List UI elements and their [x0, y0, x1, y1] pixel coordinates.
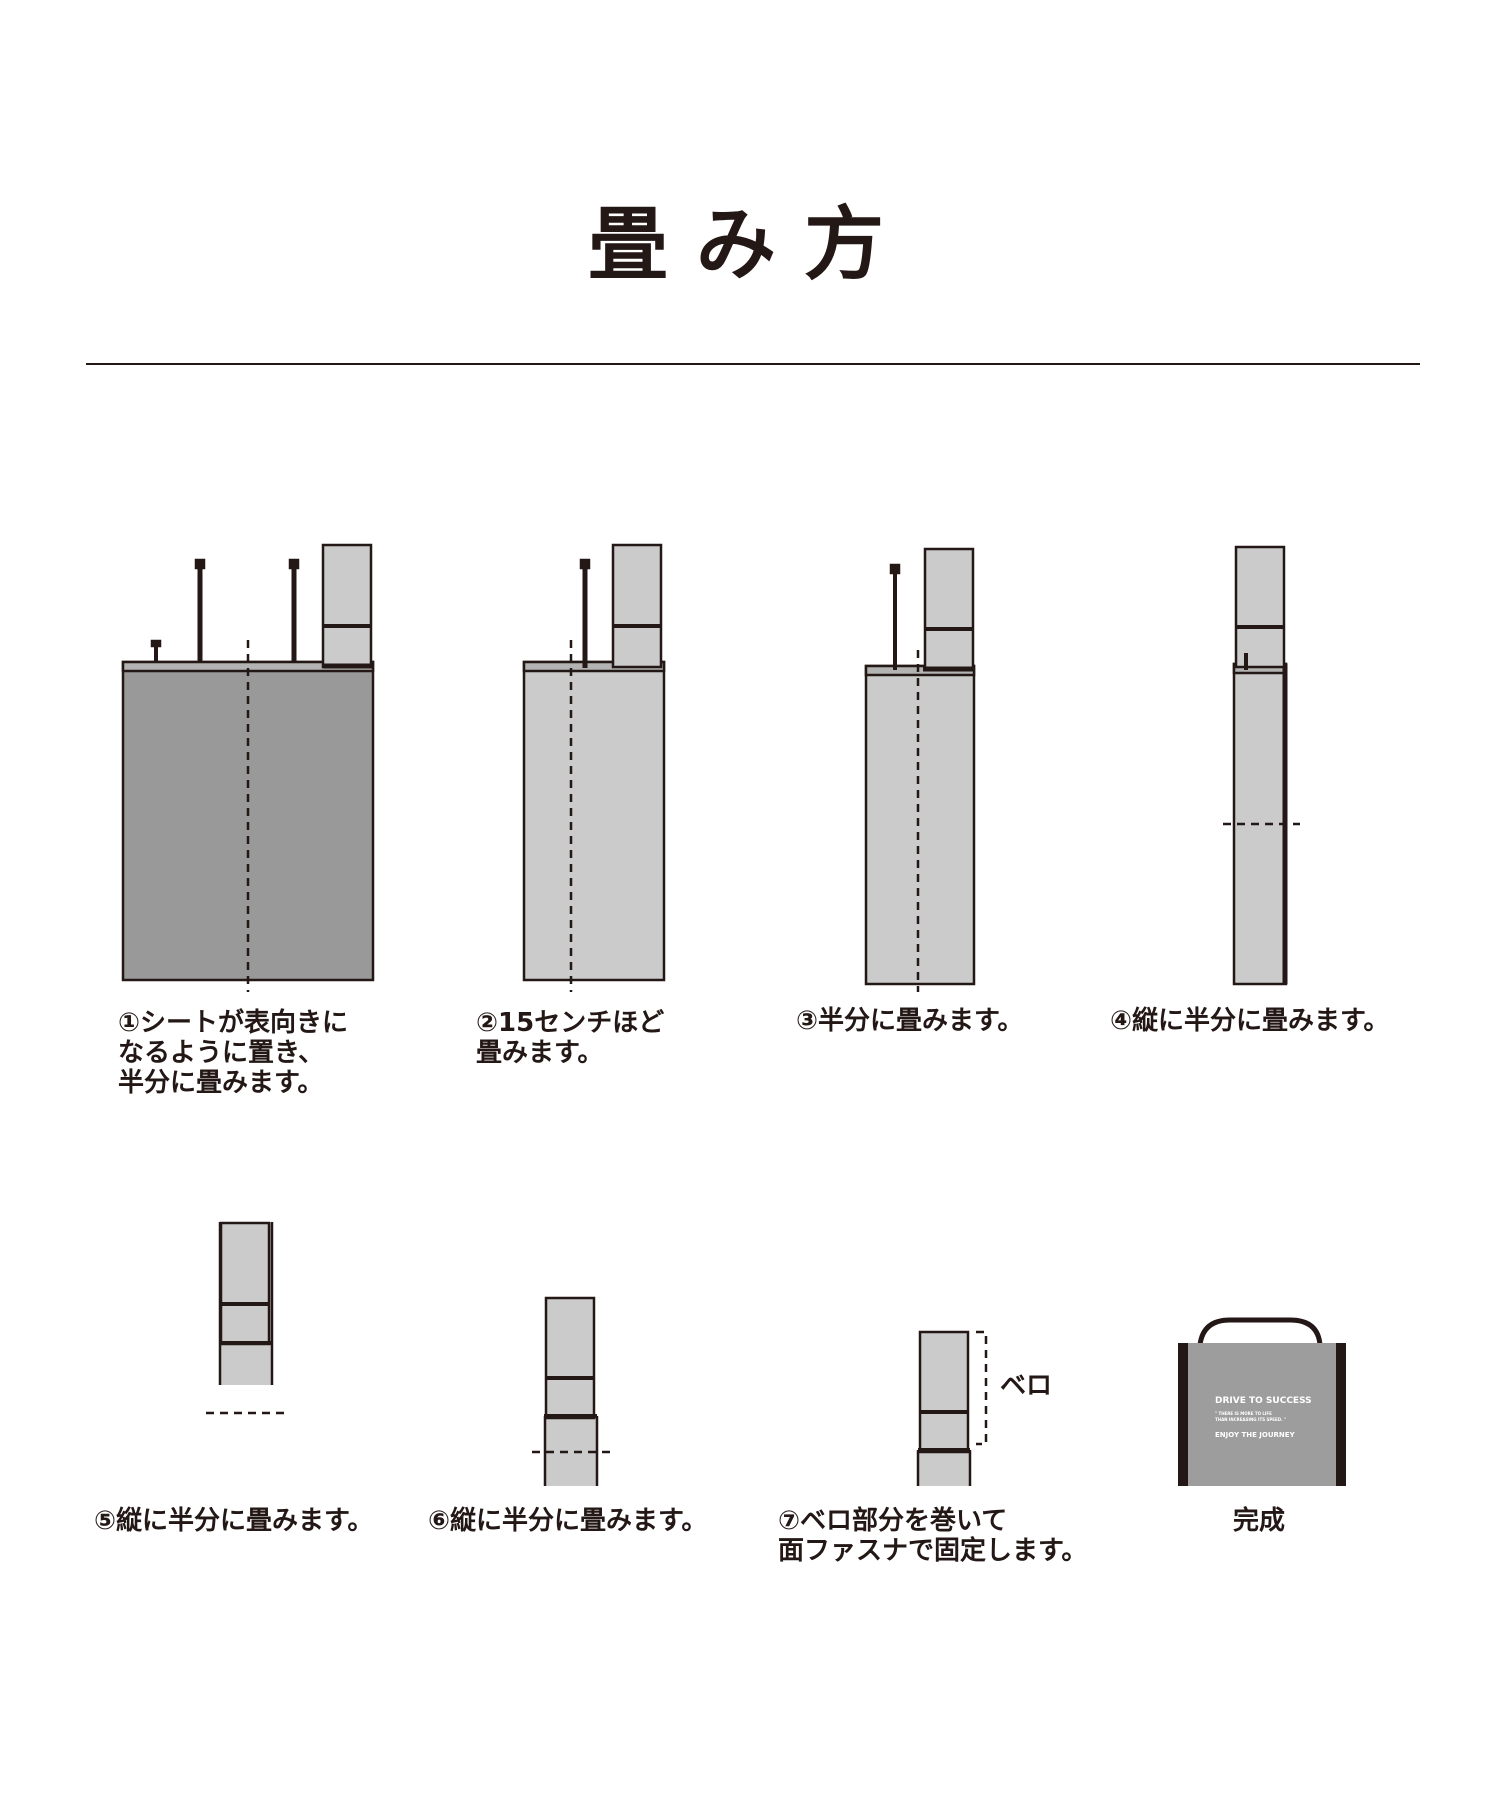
bag-print-footer: ENJOY THE JOURNEY — [1215, 1431, 1296, 1439]
step-7-illustration — [916, 1330, 988, 1486]
step-6-caption: ⑥縦に半分に畳みます。 — [428, 1506, 708, 1536]
step-2-illustration — [522, 543, 666, 992]
step-3-illustration — [864, 547, 976, 992]
step-6-illustration — [532, 1296, 610, 1486]
step-2-caption: ②15センチほど畳みます。 — [476, 1008, 665, 1068]
step-5-illustration — [206, 1221, 284, 1415]
completed-bag-illustration — [1178, 1317, 1346, 1486]
step-8-caption: 完成 — [1233, 1506, 1286, 1536]
bag-print-tagline-2: THAN INCREASING ITS SPEED. " — [1215, 1417, 1286, 1422]
step-1-caption: ①シートが表向きになるように置き、半分に畳みます。 — [118, 1008, 349, 1098]
bag-print-tagline-1: " THERE IS MORE TO LIFE — [1215, 1411, 1272, 1416]
step-4-illustration — [1223, 545, 1300, 986]
bag-print-heading: DRIVE TO SUCCESS — [1215, 1396, 1312, 1406]
title-divider — [86, 363, 1420, 365]
step-5-caption: ⑤縦に半分に畳みます。 — [94, 1506, 374, 1536]
step-3-caption: ③半分に畳みます。 — [796, 1006, 1024, 1036]
bero-label: ベロ — [1000, 1371, 1053, 1401]
step-7-caption: ⑦ベロ部分を巻いて面ファスナで固定します。 — [778, 1506, 1088, 1566]
step-1-illustration — [121, 543, 375, 992]
step-4-caption: ④縦に半分に畳みます。 — [1110, 1006, 1390, 1036]
page-title: 畳み方 — [588, 198, 912, 291]
